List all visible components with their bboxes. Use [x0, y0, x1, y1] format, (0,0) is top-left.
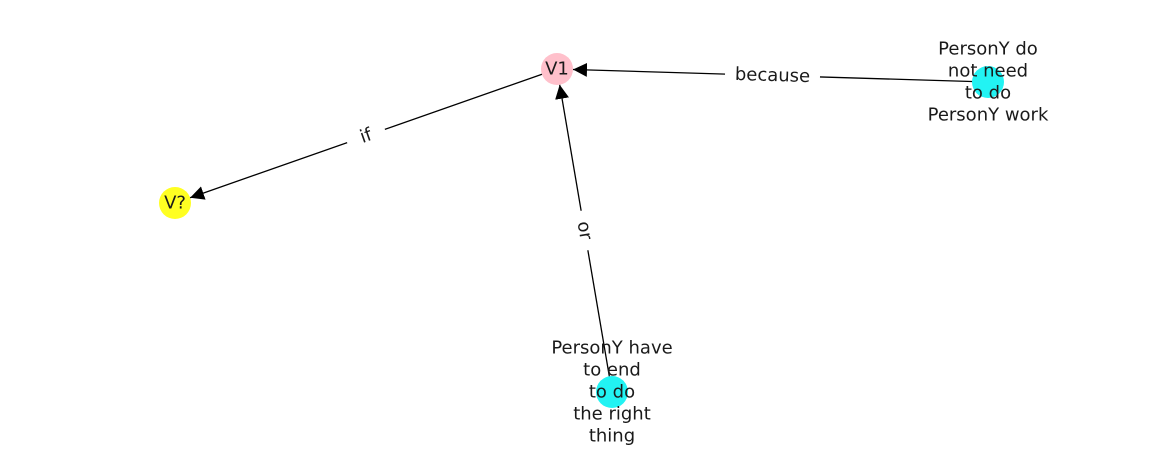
node-vq: [159, 187, 191, 219]
node-label-n-because: PersonY do: [938, 39, 1038, 60]
node-label-n-because: not need: [948, 61, 1028, 82]
node-label-vq: V?: [164, 193, 186, 214]
node-label-n-or: to end: [583, 360, 641, 381]
edge-labels-layer: if because or: [343, 62, 821, 253]
node-v1: [541, 53, 573, 85]
svg-text:because: because: [735, 64, 811, 87]
node-label-n-because: to do: [965, 83, 1011, 104]
node-label-n-or: PersonY have: [551, 338, 672, 359]
edge-label-or: or: [569, 208, 600, 253]
node-n-because: [972, 66, 1004, 98]
edge-label-if: if: [343, 118, 389, 154]
node-n-or: [596, 376, 628, 408]
edge-label-because: because: [724, 62, 821, 89]
node-label-v1: V1: [545, 59, 569, 80]
nodes-layer: [159, 53, 1004, 408]
node-label-n-or: to do: [589, 382, 635, 403]
node-label-n-or: thing: [589, 426, 635, 447]
node-label-n-because: PersonY work: [928, 105, 1049, 126]
node-label-n-or: the right: [573, 404, 651, 425]
svg-text:or: or: [573, 220, 597, 242]
